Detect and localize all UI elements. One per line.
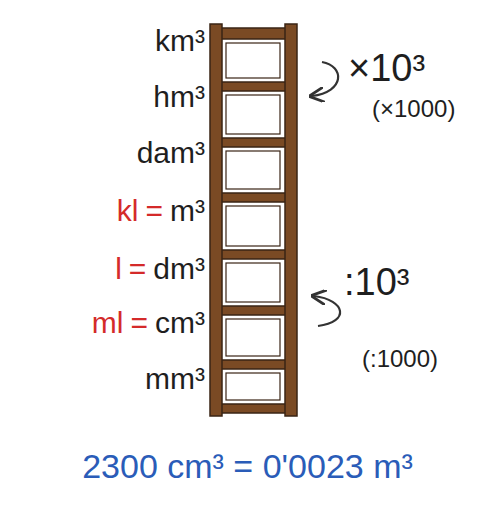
unit-row: hm³ [153, 76, 205, 116]
volume-unit: cm³ [155, 306, 205, 339]
factor-label: :10³ [344, 262, 409, 304]
ladder-rungs [212, 28, 296, 413]
volume-unit: hm³ [153, 80, 205, 113]
unit-row: dam³ [137, 132, 205, 172]
liquid-unit: = [130, 306, 148, 339]
volume-unit: dm³ [153, 252, 205, 285]
ladder-rails [210, 24, 297, 416]
liquid-unit: ml [92, 306, 124, 339]
volume-unit: m³ [170, 194, 205, 227]
ladder-boxes [226, 43, 280, 400]
example-conversion: 2300 cm³ = 0'0023 m³ [82, 448, 413, 485]
unit-row: mm³ [145, 358, 205, 398]
factor-note: (×1000) [372, 96, 455, 122]
unit-row: kl=m³ [117, 190, 205, 230]
volume-unit: mm³ [145, 362, 205, 395]
factor-note: (:1000) [362, 346, 438, 372]
factor-label: ×10³ [348, 48, 425, 90]
unit-row: l=dm³ [115, 248, 205, 288]
unit-row: ml=cm³ [92, 302, 205, 342]
divide-arrow [314, 296, 340, 326]
liquid-unit: kl [117, 194, 139, 227]
liquid-unit: = [145, 194, 163, 227]
liquid-unit: = [129, 252, 147, 285]
unit-row: km³ [155, 20, 205, 60]
volume-unit: km³ [155, 24, 205, 57]
multiply-arrow [312, 62, 338, 96]
volume-unit: dam³ [137, 136, 205, 169]
liquid-unit: l [115, 252, 122, 285]
